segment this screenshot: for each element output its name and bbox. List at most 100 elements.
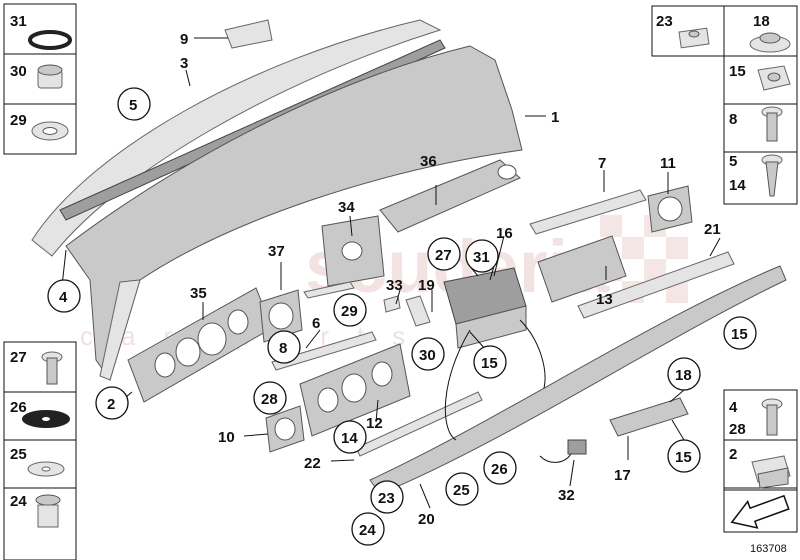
right-legend-column: 23 18 15 8 5 14 4 28 [651,5,798,555]
callout-33: 33 [386,277,403,294]
svg-text:28: 28 [261,391,278,408]
legend-label-24: 24 [10,493,27,510]
svg-text:14: 14 [341,430,358,447]
callout-circle-28: 28 [253,381,287,415]
callout-12: 12 [366,415,383,432]
legend-label-27: 27 [10,349,27,366]
legend-label-29: 29 [10,112,27,129]
callout-3: 3 [180,55,188,72]
legend-label-25: 25 [10,446,27,463]
trim-strip-6 [271,331,377,371]
expanding-nut-icon [35,494,61,528]
callout-6: 6 [312,315,320,332]
washer-dark-icon [22,410,70,428]
legend-label-4: 4 [729,399,738,416]
svg-text:30: 30 [419,347,436,364]
bracket-19 [405,295,431,327]
callout-13: 13 [596,291,613,308]
bracket-clip-icon [751,455,791,489]
callout-circle-27: 27 [427,237,461,271]
callout-34: 34 [338,199,355,216]
callout-circle-14: 14 [333,420,367,454]
trim-strip-7 [529,189,647,235]
callout-circle-26: 26 [483,451,517,485]
legend-label-5: 5 [729,153,737,170]
callout-16: 16 [496,225,513,242]
svg-text:26: 26 [491,461,508,478]
callout-circle-15c: 15 [667,439,701,473]
svg-text:29: 29 [341,303,358,320]
lower-trim-20 [369,265,787,495]
svg-text:2: 2 [107,396,115,413]
washer-icon [27,461,65,477]
spring-nut-icon [757,65,791,91]
circled-callouts: 5 4 2 8 29 27 31 30 15 28 14 15 18 15 26… [47,87,757,546]
clip-ring-icon [31,121,69,141]
bolt-icon [761,106,783,142]
svg-text:15: 15 [481,355,498,372]
callout-circle-31: 31 [465,239,499,273]
callout-1: 1 [551,109,559,126]
trim-panel-13 [537,235,627,303]
legend-label-30: 30 [10,63,27,80]
legend-label-14: 14 [729,177,746,194]
bracket-17 [609,397,689,437]
left-legend-column: 31 30 29 27 26 25 24 [3,3,77,560]
legend-label-2: 2 [729,446,737,463]
vent-cover [224,19,273,49]
svg-text:15: 15 [675,449,692,466]
legend-label-18: 18 [753,13,770,30]
callout-circle-23: 23 [370,480,404,514]
seal-ring-icon [28,30,72,50]
svg-text:31: 31 [473,249,490,266]
leader-lines [61,37,721,509]
legend-label-8: 8 [729,111,737,128]
callout-10: 10 [218,429,235,446]
callout-11: 11 [660,155,676,172]
svg-text:4: 4 [59,289,68,306]
callout-labels: 1 3 9 7 11 36 34 37 35 6 16 33 19 13 21 … [180,31,721,528]
callout-circle-25: 25 [445,472,479,506]
legend-label-26: 26 [10,399,27,416]
screw-icon [41,351,63,385]
callout-7: 7 [598,155,606,172]
callout-circle-15b: 15 [723,316,757,350]
callout-37: 37 [268,243,285,260]
legend-label-28: 28 [729,421,746,438]
clip-33 [383,295,401,313]
connector-32 [567,439,587,455]
tapping-screw-icon [761,154,783,197]
callout-circle-18: 18 [667,357,701,391]
diagram-code: 163708 [750,543,787,555]
trim-strip-21 [577,251,735,319]
callout-9: 9 [180,31,188,48]
svg-text:5: 5 [129,97,137,114]
svg-text:25: 25 [453,482,470,499]
callout-circle-2: 2 [95,386,129,420]
hex-screw-icon [761,398,783,436]
callout-19: 19 [418,277,435,294]
orientation-arrow-icon [730,494,790,529]
legend-label-15: 15 [729,63,746,80]
callout-20: 20 [418,511,435,528]
callout-circle-29: 29 [333,293,367,327]
callout-32: 32 [558,487,575,504]
callout-35: 35 [190,285,207,302]
callout-17: 17 [614,467,631,484]
svg-text:8: 8 [279,340,287,357]
callout-22: 22 [304,455,321,472]
callout-circle-24: 24 [351,512,385,546]
dashboard-panel [65,45,523,382]
svg-text:18: 18 [675,367,692,384]
callout-circle-15a: 15 [473,345,507,379]
nut-icon [37,64,63,89]
callout-circle-8: 8 [267,330,301,364]
legend-label-31: 31 [10,13,27,30]
svg-text:27: 27 [435,247,452,264]
callout-circle-4: 4 [47,279,81,313]
clip-nut-icon [678,27,710,49]
dashboard-side-leg [99,279,141,381]
svg-text:23: 23 [378,490,395,507]
